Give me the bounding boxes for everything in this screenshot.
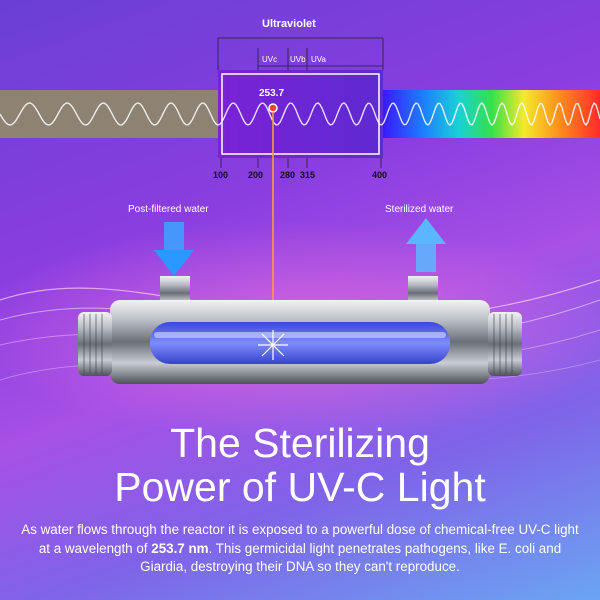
xray-band — [0, 90, 218, 138]
band-label-uva: UVa — [311, 55, 326, 64]
wave-line — [0, 101, 600, 127]
wavelength-highlight: 253.7 nm — [151, 540, 209, 556]
tick-315: 315 — [300, 170, 316, 180]
left-end-cap — [78, 312, 112, 376]
right-end-cap — [488, 312, 522, 376]
uv-box — [218, 70, 383, 158]
uv-lamp — [150, 322, 450, 364]
spectrum-diagram — [0, 37, 600, 168]
band-label-uvb: UVb — [290, 55, 306, 64]
impact-sparkle — [258, 330, 288, 360]
description-text: As water flows through the reactor it is… — [20, 521, 580, 577]
tick-100: 100 — [213, 170, 229, 180]
tick-280: 280 — [280, 170, 296, 180]
tick-400: 400 — [372, 170, 388, 180]
headline-line-2: Power of UV-C Light — [114, 464, 486, 510]
headline-line-1: The Sterilizing — [170, 420, 430, 466]
outflow-label: Sterilized water — [385, 204, 454, 215]
down-arrow-icon — [154, 222, 194, 276]
inflow-label: Post-filtered water — [128, 204, 209, 215]
peak-label: 253.7 — [259, 88, 285, 99]
band-label-uvc: UVc — [262, 55, 278, 64]
description-part-1: As water flows through the reactor it is… — [21, 522, 579, 556]
description-part-2: . This germicidal light penetrates patho… — [140, 540, 562, 575]
spectrum-title: Ultraviolet — [262, 18, 316, 30]
uv-reactor — [78, 276, 522, 384]
up-arrow-icon — [406, 218, 446, 272]
tick-200: 200 — [248, 170, 264, 180]
